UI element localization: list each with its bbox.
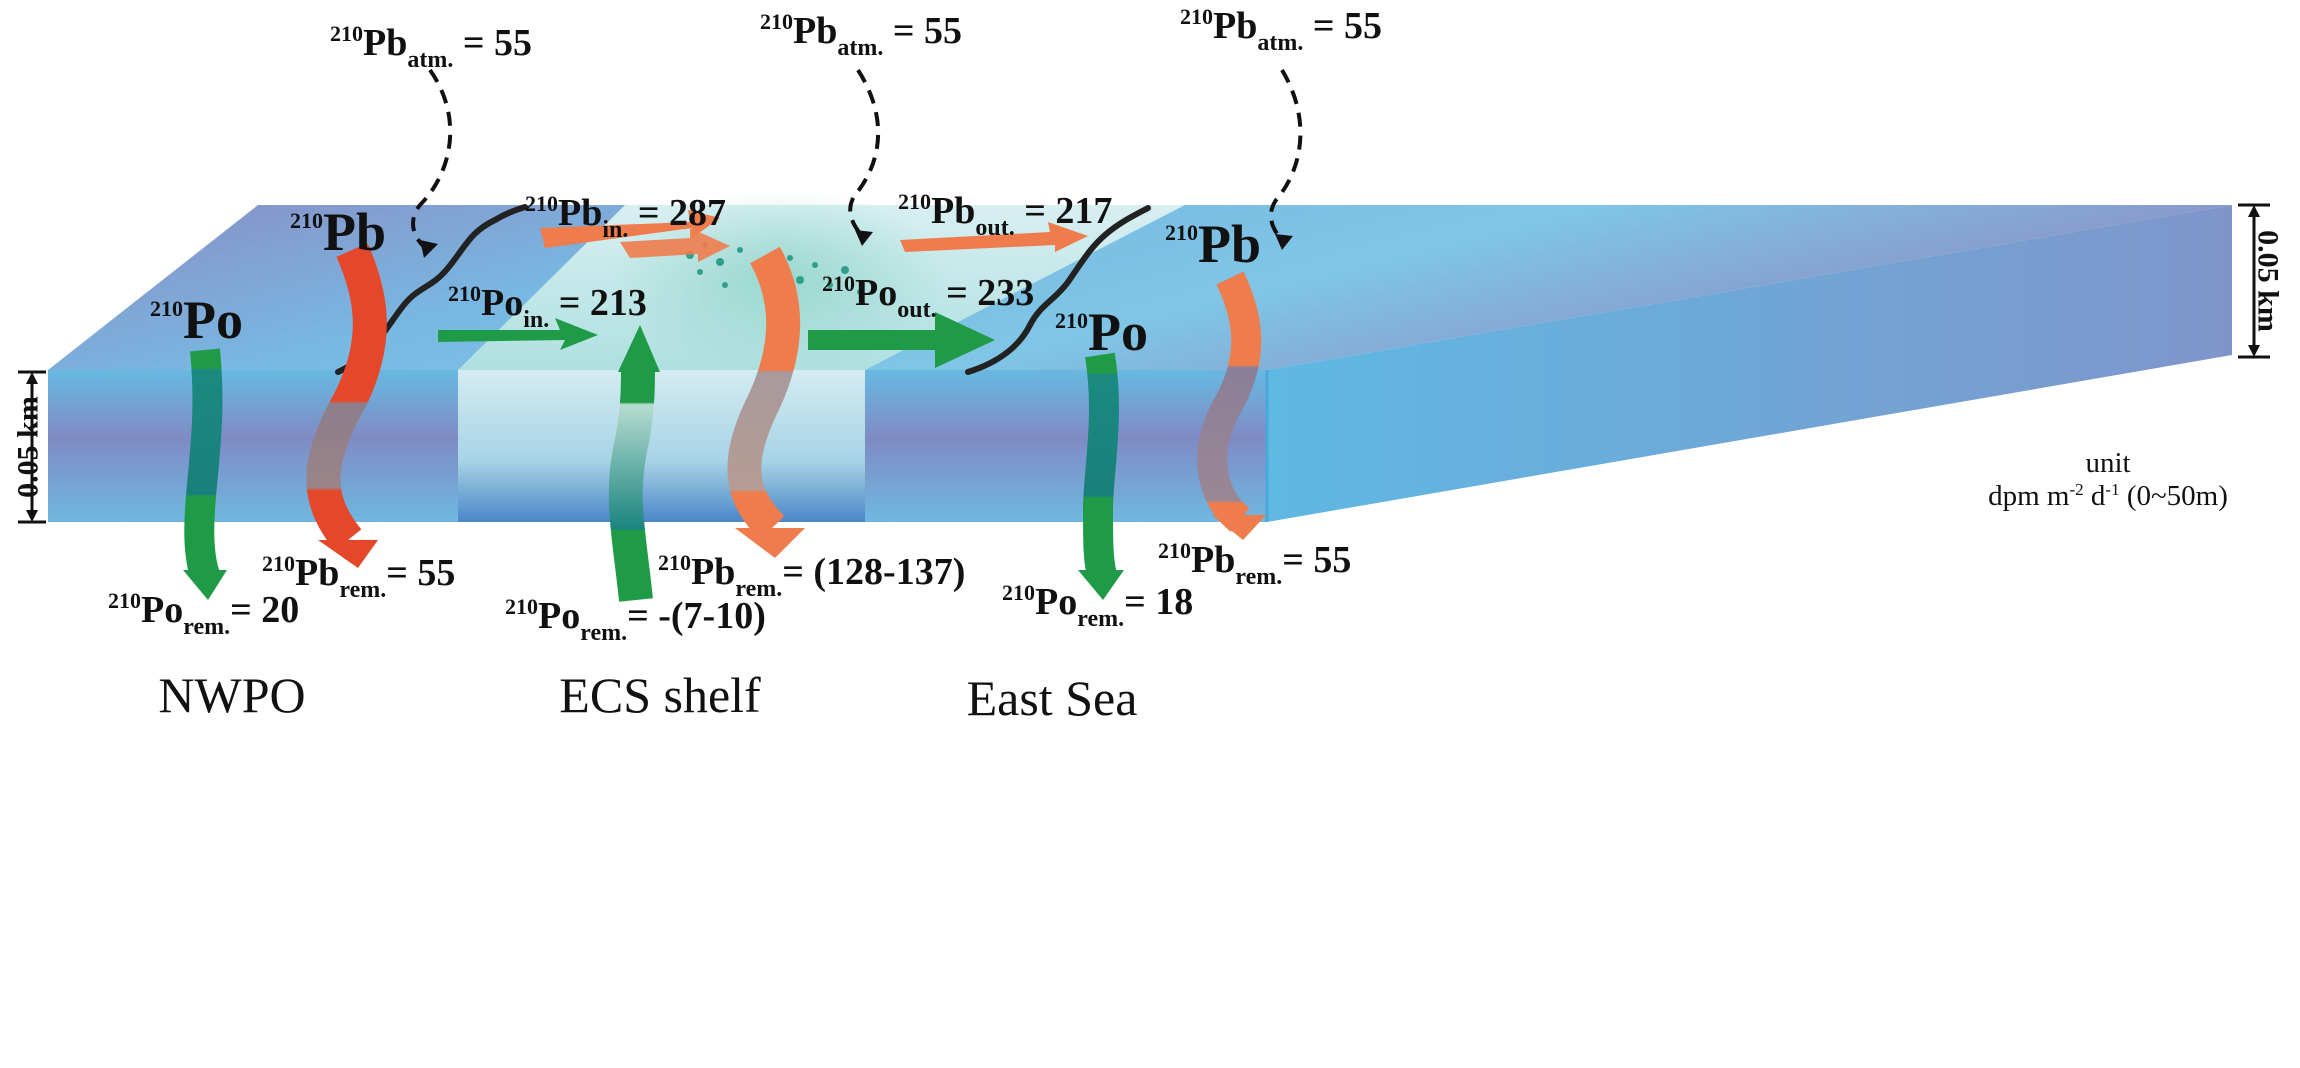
es-pb-rem-label: 210Pbrem.= 55: [1158, 538, 1351, 590]
ecs-pb-arrow-head: [735, 528, 805, 558]
shelf-front-face: [458, 370, 865, 522]
po-in-arrow: [438, 318, 598, 350]
es-pb-arrow-head: [1212, 515, 1266, 540]
atm-label-ecs: 210Pbatm. = 55: [760, 9, 962, 61]
es-pb-curved-arrow: [1197, 271, 1262, 532]
ecs-po-up-arrow-head: [618, 325, 660, 372]
nwpo-po-arrow-head: [183, 570, 227, 600]
po-out-label: 210Poout. = 233: [822, 271, 1034, 323]
arrow-head-icon: [855, 230, 873, 246]
dashed-curved-arrow-icon: [1268, 68, 1303, 244]
atm-label-nwpo: 210Pbatm. = 55: [330, 21, 532, 73]
particle-dot: [716, 258, 724, 266]
nwpo-pb-species-label: 210Pb: [290, 202, 386, 262]
atm-arrows: [411, 68, 1303, 252]
unit-label: unit: [2085, 447, 2130, 479]
depth-label-right: 0.05 km: [2252, 230, 2285, 332]
nwpo-pb-curved-arrow: [306, 243, 387, 551]
arrow-head-icon: [420, 240, 438, 258]
wavy-line-icon: [965, 205, 1151, 375]
arrow-head-icon: [1275, 234, 1293, 250]
ecs-po-rem-label: 210Porem.= -(7-10): [505, 594, 766, 646]
region-label-nwpo: NWPO: [158, 667, 305, 723]
particle-dot: [787, 255, 793, 261]
bracket-arrow: [2248, 345, 2260, 357]
depth-label-left: 0.05 km: [12, 396, 45, 498]
pb-in-arrow: [540, 210, 720, 248]
particle-dot: [737, 247, 743, 253]
pb-in-arrow-lower: [620, 228, 730, 262]
nwpo-po-rem-label: 210Porem.= 20: [108, 588, 299, 640]
box-side-face: [1267, 205, 2232, 522]
pb-out-arrow: [900, 222, 1088, 252]
nwpo-pb-arrow-head: [318, 540, 378, 568]
region-label-east-sea: East Sea: [967, 670, 1138, 726]
region-label-ecs: ECS shelf: [559, 667, 761, 723]
unit-value: dpm m-2 d-1 (0~50m): [1988, 480, 2228, 512]
particle-dot: [827, 282, 833, 288]
dashed-curved-arrow-icon: [848, 68, 881, 240]
particle-dot: [722, 282, 728, 288]
atm-label-east-sea: 210Pbatm. = 55: [1180, 4, 1382, 56]
particle-dot: [812, 262, 818, 268]
bracket-arrow: [2248, 205, 2260, 217]
depth-bracket-right: [2238, 203, 2270, 359]
particle-dot: [857, 289, 863, 295]
es-pb-species-label: 210Pb: [1165, 214, 1261, 274]
particle-dot: [796, 276, 804, 284]
es-po-species-label: 210Po: [1055, 302, 1148, 362]
bracket-arrow: [26, 372, 38, 384]
ecs-pb-curved-arrow: [727, 246, 801, 540]
po-in-label: 210Poin. = 213: [448, 281, 647, 333]
po-out-arrow: [808, 312, 995, 368]
particle-dot: [697, 269, 703, 275]
nwpo-pb-rem-label: 210Pbrem.= 55: [262, 551, 455, 603]
bracket-arrow: [26, 510, 38, 522]
es-po-arrow-head: [1078, 570, 1124, 600]
water-box: [48, 190, 2232, 522]
depth-bracket-left: [18, 370, 46, 524]
pb-in-label: 210Pbin. = 287: [525, 191, 726, 243]
ecs-po-up-arrow: [608, 369, 655, 602]
nwpo-po-curved-arrow: [184, 348, 223, 580]
ecs-pb-rem-label: 210Pbrem.= (128-137): [658, 550, 965, 602]
es-po-rem-label: 210Porem.= 18: [1002, 580, 1193, 632]
es-po-curved-arrow: [1082, 352, 1119, 579]
nwpo-po-species-label: 210Po: [150, 290, 243, 350]
particle-dot: [841, 266, 849, 274]
pb-out-label: 210Pbout. = 217: [898, 189, 1112, 241]
